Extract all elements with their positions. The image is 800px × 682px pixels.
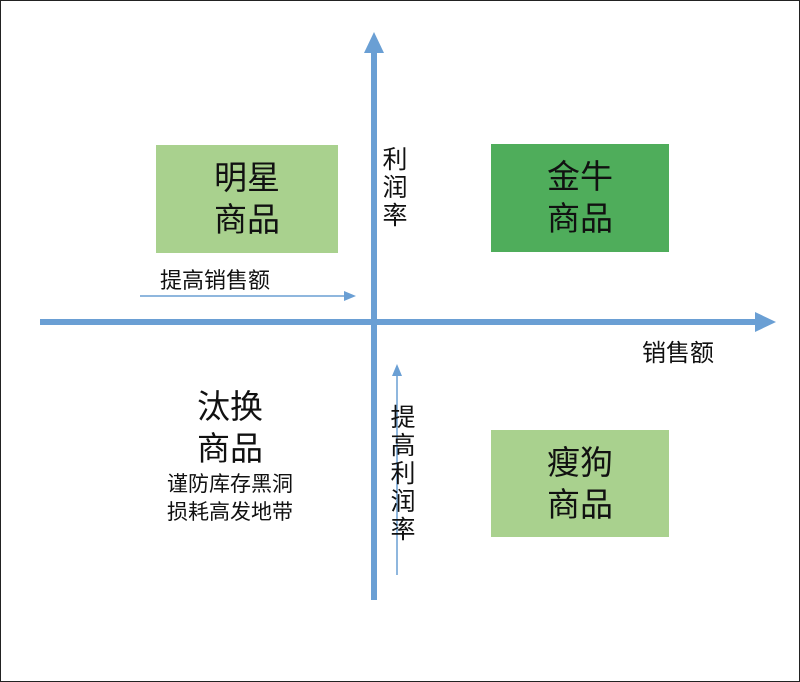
cash-cow-products-box: 金牛 商品: [491, 144, 669, 252]
x-axis-arrowhead: [755, 312, 776, 332]
increase-sales-label: 提高销售额: [160, 269, 271, 294]
increase-sales-arrowhead: [344, 291, 356, 301]
y-axis-arrowhead: [364, 32, 384, 53]
dog-products-box: 瘦狗 商品: [491, 430, 669, 537]
star-line2: 商品: [214, 200, 280, 239]
cash-cow-line1: 金牛: [547, 157, 613, 196]
eliminate-note1: 谨防库存黑洞: [167, 472, 293, 496]
x-axis-label: 销售额: [642, 339, 714, 367]
eliminate-line2: 商品: [197, 429, 263, 468]
cash-cow-line2: 商品: [547, 199, 613, 238]
eliminate-note2: 损耗高发地带: [167, 500, 293, 524]
eliminate-line1: 汰换: [197, 387, 263, 426]
dog-line1: 瘦狗: [547, 442, 613, 482]
increase-profit-arrowhead: [392, 364, 402, 376]
dog-line2: 商品: [547, 484, 613, 524]
star-products-box: 明星 商品: [156, 145, 338, 253]
increase-profit-label: 提高利润率: [390, 403, 416, 544]
eliminate-products-block: 汰换 商品 谨防库存黑洞 损耗高发地带: [140, 386, 320, 526]
y-axis-label: 利润率: [382, 145, 408, 230]
star-line1: 明星: [214, 158, 280, 197]
